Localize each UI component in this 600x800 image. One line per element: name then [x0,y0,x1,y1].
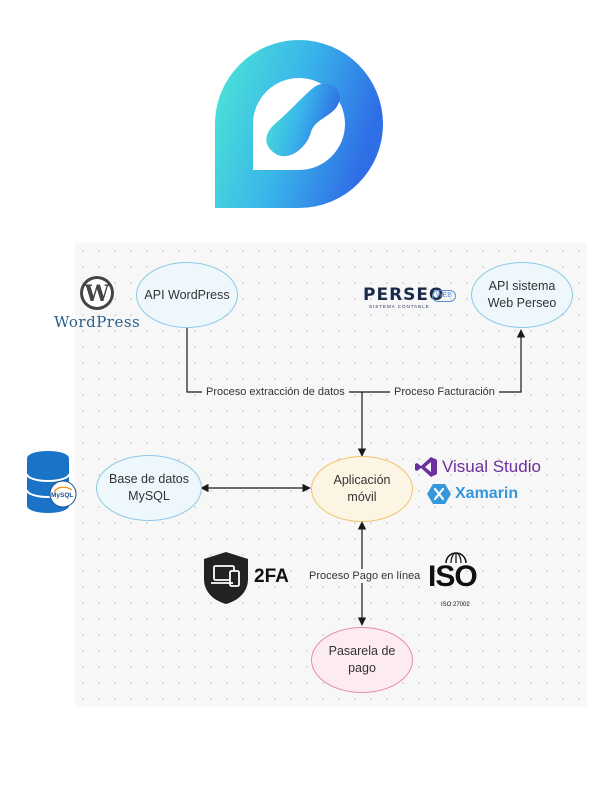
edge-label-extraccion: Proceso extracción de datos [202,385,349,399]
perseo-subtitle: SISTEMA CONTABLE [369,304,430,309]
iso-wordmark: ISO [428,560,478,593]
perseo-web-badge: WEB [432,290,456,302]
brand-logo-icon [215,40,383,208]
wordpress-icon: W [80,276,114,310]
xamarin-icon [427,484,451,504]
edge-label-facturacion: Proceso Facturación [390,385,499,399]
visual-studio-wordmark: Visual Studio [442,457,541,476]
mysql-wordmark: MySQL [51,492,74,499]
iso-globe-icon [445,552,467,563]
node-app[interactable]: Aplicación móvil [311,456,413,522]
node-mysql-label: Base de datos MySQL [109,472,189,503]
mysql-badge-icon [49,480,77,508]
node-api-perseo[interactable]: API sistema Web Perseo [471,262,573,328]
two-factor-wordmark: 2FA [254,566,289,587]
connector-facturacion-perseo [362,329,526,393]
wordpress-wordmark: WordPress [54,313,141,331]
edge-label-pago: Proceso Pago en línea [305,569,425,583]
node-app-label: Aplicación móvil [333,473,391,504]
perseo-wordmark: PERSEO [363,285,445,305]
node-pasarela[interactable]: Pasarela de pago [311,627,413,693]
node-pasarela-label: Pasarela de pago [328,644,396,675]
svg-text:W: W [84,281,110,307]
two-factor-shield-icon [204,552,248,604]
iso-standard-label: ISO 27002 [441,602,470,608]
node-api-wordpress[interactable]: API WordPress [136,262,238,328]
connector-wordpress-extraccion [186,327,362,393]
node-api-perseo-label: API sistema Web Perseo [487,279,557,310]
node-api-wordpress-label: API WordPress [144,287,230,302]
node-mysql[interactable]: Base de datos MySQL [96,455,202,521]
xamarin-wordmark: Xamarin [455,485,519,502]
visual-studio-icon [415,457,437,477]
